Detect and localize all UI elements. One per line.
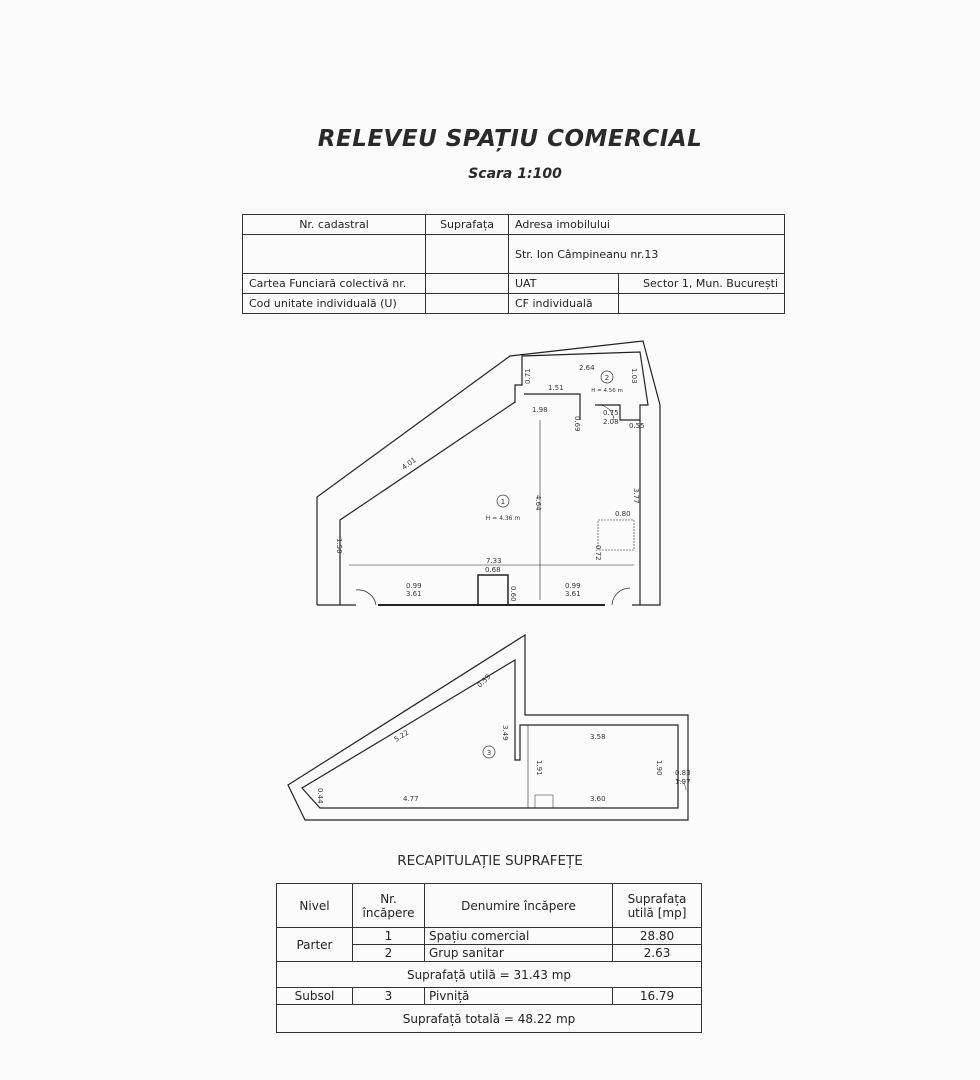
room-1-height: H = 4.36 m [486, 515, 521, 522]
adresa-value: Str. Ion Câmpineanu nr.13 [508, 234, 785, 274]
dim-label: 1.90 [655, 760, 663, 776]
uat-label: UAT [508, 273, 619, 294]
bathroom-wall [524, 393, 640, 421]
dim-label: 0.44 [316, 788, 324, 804]
level-parter: Parter [276, 927, 353, 962]
dim-label: 0.83 [675, 769, 691, 777]
scale-label: Scara 1:100 [468, 166, 562, 182]
room-1-label: 1 [501, 498, 505, 506]
ground-outer-wall [316, 340, 661, 606]
door-right [611, 587, 631, 606]
dim-label: 3.61 [565, 590, 581, 598]
ground-floor-plan [316, 340, 661, 606]
suprafata-utila: Suprafață utilă = 31.43 mp [276, 961, 702, 988]
room-1-marker [496, 494, 510, 508]
room-nr: 1 [352, 927, 425, 945]
dim-label: 1.98 [532, 406, 548, 414]
cf-individuala-value [618, 293, 785, 314]
dim-label: 4.77 [403, 795, 419, 803]
dim-label: 5.22 [393, 729, 410, 744]
dim-label: 3.58 [590, 733, 606, 741]
basement-inner-wall [301, 658, 679, 809]
room-area: 28.80 [612, 927, 702, 945]
ground-inner-wall [339, 351, 649, 605]
dim-label: 1.50 [335, 538, 343, 554]
room-name: Grup sanitar [424, 944, 613, 962]
cf-individuala-label: CF individuală [508, 293, 619, 314]
dim-label: 0.99 [565, 582, 581, 590]
pillar [477, 574, 509, 606]
dim-label: 2.08 [603, 418, 619, 426]
room-nr: 2 [352, 944, 425, 962]
dim-label: 3.49 [501, 725, 509, 741]
dim-label: 0.60 [509, 586, 517, 602]
room-3-marker [482, 745, 496, 759]
dim-label: 2.64 [579, 364, 595, 372]
dim-label: 0.72 [594, 545, 602, 561]
dim-label: 0.99 [406, 582, 422, 590]
room-2-marker [600, 370, 614, 384]
room-area: 16.79 [612, 987, 702, 1005]
room-2-height: H = 4.56 m [591, 388, 623, 394]
dim-label: 3.60 [590, 795, 606, 803]
basement-step [534, 794, 554, 809]
summary-title: RECAPITULAȚIE SUPRAFEȚE [397, 853, 583, 869]
room-name: Spațiu comercial [424, 927, 613, 945]
property-info-table: Nr. cadastral Suprafața Adresa imobilulu… [242, 214, 785, 314]
door-left [355, 589, 377, 606]
cod-unitate-label: Cod unitate individuală (U) [242, 293, 426, 314]
basement-plan [287, 633, 689, 821]
dim-label: 0.55 [629, 422, 645, 430]
header-nivel: Nivel [276, 883, 353, 928]
room-area: 2.63 [612, 944, 702, 962]
dim-label: 0.80 [615, 510, 631, 518]
room-2-label: 2 [605, 374, 609, 382]
header-nr-incapere: Nr. încăpere [352, 883, 425, 928]
summary-table: Nivel Nr. încăpere Denumire încăpere Sup… [276, 883, 702, 1033]
dim-label: 4.64 [534, 495, 542, 511]
basement-outer-wall [287, 633, 689, 821]
level-subsol: Subsol [276, 987, 353, 1005]
dim-label: 3.77 [632, 488, 640, 504]
fixture-box [597, 519, 635, 551]
dim-label: 3.61 [406, 590, 422, 598]
dim-label: 0.69 [573, 416, 581, 432]
nr-cadastral-value [242, 234, 426, 274]
room-nr: 3 [352, 987, 425, 1005]
dim-label: 1.91 [535, 760, 543, 776]
dim-label: 1.97 [675, 778, 691, 786]
header-suprafata: Suprafața utilă [mp] [612, 883, 702, 928]
document-title: RELEVEU SPAȚIU COMERCIAL [317, 126, 703, 152]
dim-label: 1.51 [548, 384, 564, 392]
header-denumire: Denumire încăpere [424, 883, 613, 928]
dim-label: 0.71 [524, 368, 532, 384]
dim-label: 0.75 [603, 409, 619, 417]
suprafata-value [425, 234, 509, 274]
dim-label: 7.33 [486, 557, 502, 565]
carte-funciara-label: Cartea Funciară colectivă nr. [242, 273, 426, 294]
dim-label: 1.03 [630, 368, 638, 384]
suprafata-totala: Suprafață totală = 48.22 mp [276, 1004, 702, 1033]
dim-label: 0.68 [485, 566, 501, 574]
room-name: Pivniță [424, 987, 613, 1005]
room-3-label: 3 [487, 749, 491, 757]
